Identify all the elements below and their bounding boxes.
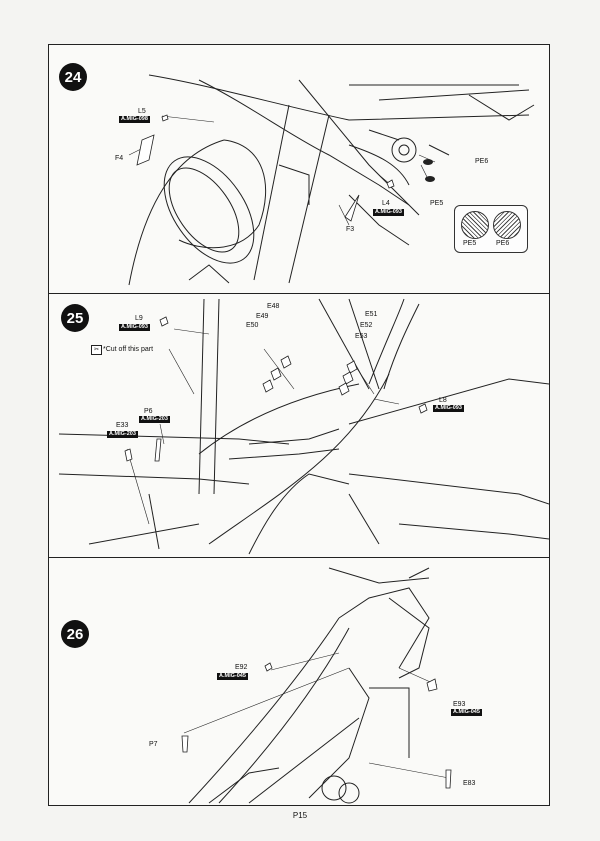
label-e51: E51 bbox=[365, 311, 378, 318]
part-e33-icon bbox=[124, 448, 133, 462]
step-divider bbox=[49, 557, 549, 558]
paint-code-l5: A.MIG-098 bbox=[119, 116, 150, 123]
part-e49-icon bbox=[270, 367, 282, 381]
label-e48: E48 bbox=[267, 303, 280, 310]
paint-code-e92: A.MIG-045 bbox=[217, 673, 248, 680]
label-e49: E49 bbox=[256, 313, 269, 320]
label-e52: E52 bbox=[360, 322, 373, 329]
step-24-panel: 24 L5 A.MIG-098 F4 F3 L4 A.MIG-093 PE6 P… bbox=[49, 45, 549, 293]
page-number: P15 bbox=[292, 811, 308, 820]
scissors-icon: ✂ bbox=[91, 345, 102, 355]
part-l8-icon bbox=[418, 403, 428, 414]
part-e53-icon bbox=[338, 382, 350, 396]
step-number-badge: 25 bbox=[61, 304, 89, 332]
label-e33: E33 bbox=[116, 422, 129, 429]
pe6-photoetch-icon bbox=[493, 211, 521, 239]
part-p7-icon bbox=[181, 735, 189, 753]
cut-note: *Cut off this part bbox=[103, 346, 154, 353]
label-p7: P7 bbox=[149, 741, 158, 748]
label-l4: L4 bbox=[382, 200, 390, 207]
paint-code-l8: A.MIG-093 bbox=[433, 405, 464, 412]
label-l9: L9 bbox=[135, 315, 143, 322]
step-26-panel: 26 E92 A.MIG-045 E93 A.MIG-045 P7 E83 bbox=[49, 558, 549, 807]
pe-legend-box: PE5 PE6 bbox=[454, 205, 528, 253]
part-e93-icon bbox=[426, 678, 438, 692]
legend-pe6: PE6 bbox=[496, 240, 510, 247]
step-divider bbox=[49, 293, 549, 294]
step-26-drawing bbox=[181, 567, 452, 804]
part-f3-icon bbox=[344, 194, 360, 222]
label-e53: E53 bbox=[355, 333, 368, 340]
part-p6-icon bbox=[154, 438, 162, 462]
label-e50: E50 bbox=[246, 322, 259, 329]
part-e92-icon bbox=[264, 662, 273, 672]
step-number-badge: 26 bbox=[61, 620, 89, 648]
label-f3: F3 bbox=[346, 226, 355, 233]
label-f4: F4 bbox=[115, 155, 124, 162]
paint-code-e33: A.MIG-203 bbox=[107, 431, 138, 438]
label-p6: P6 bbox=[144, 408, 153, 415]
step-25-drawing bbox=[58, 298, 549, 555]
paint-code-l4: A.MIG-093 bbox=[373, 209, 404, 216]
label-e92: E92 bbox=[235, 664, 248, 671]
label-e93: E93 bbox=[453, 701, 466, 708]
paint-code-e93: A.MIG-045 bbox=[451, 709, 482, 716]
part-f4-icon bbox=[136, 134, 155, 166]
part-e52-icon bbox=[342, 371, 354, 385]
pe5-photoetch-icon bbox=[461, 211, 489, 239]
label-e83: E83 bbox=[463, 780, 476, 787]
legend-pe5: PE5 bbox=[463, 240, 477, 247]
part-e83-icon bbox=[445, 769, 452, 789]
part-l9-icon bbox=[159, 316, 169, 327]
part-e48-icon bbox=[280, 355, 292, 369]
label-l5: L5 bbox=[138, 108, 146, 115]
label-pe6: PE6 bbox=[475, 158, 489, 165]
part-l5-icon bbox=[161, 114, 169, 122]
label-pe5: PE5 bbox=[430, 200, 444, 207]
label-l8: L8 bbox=[439, 397, 447, 404]
part-e51-icon bbox=[346, 360, 358, 374]
step-24-drawing bbox=[128, 74, 535, 286]
paint-code-l9: A.MIG-093 bbox=[119, 324, 150, 331]
instruction-frame: 24 L5 A.MIG-098 F4 F3 L4 A.MIG-093 PE6 P… bbox=[48, 44, 550, 806]
step-25-panel: 25 L9 A.MIG-093 E48 E49 E50 E51 E52 E53 … bbox=[49, 294, 549, 557]
step-number-badge: 24 bbox=[59, 63, 87, 91]
part-l4-icon bbox=[386, 179, 395, 189]
part-e50-icon bbox=[262, 379, 274, 393]
paint-code-p6: A.MIG-203 bbox=[139, 416, 170, 423]
